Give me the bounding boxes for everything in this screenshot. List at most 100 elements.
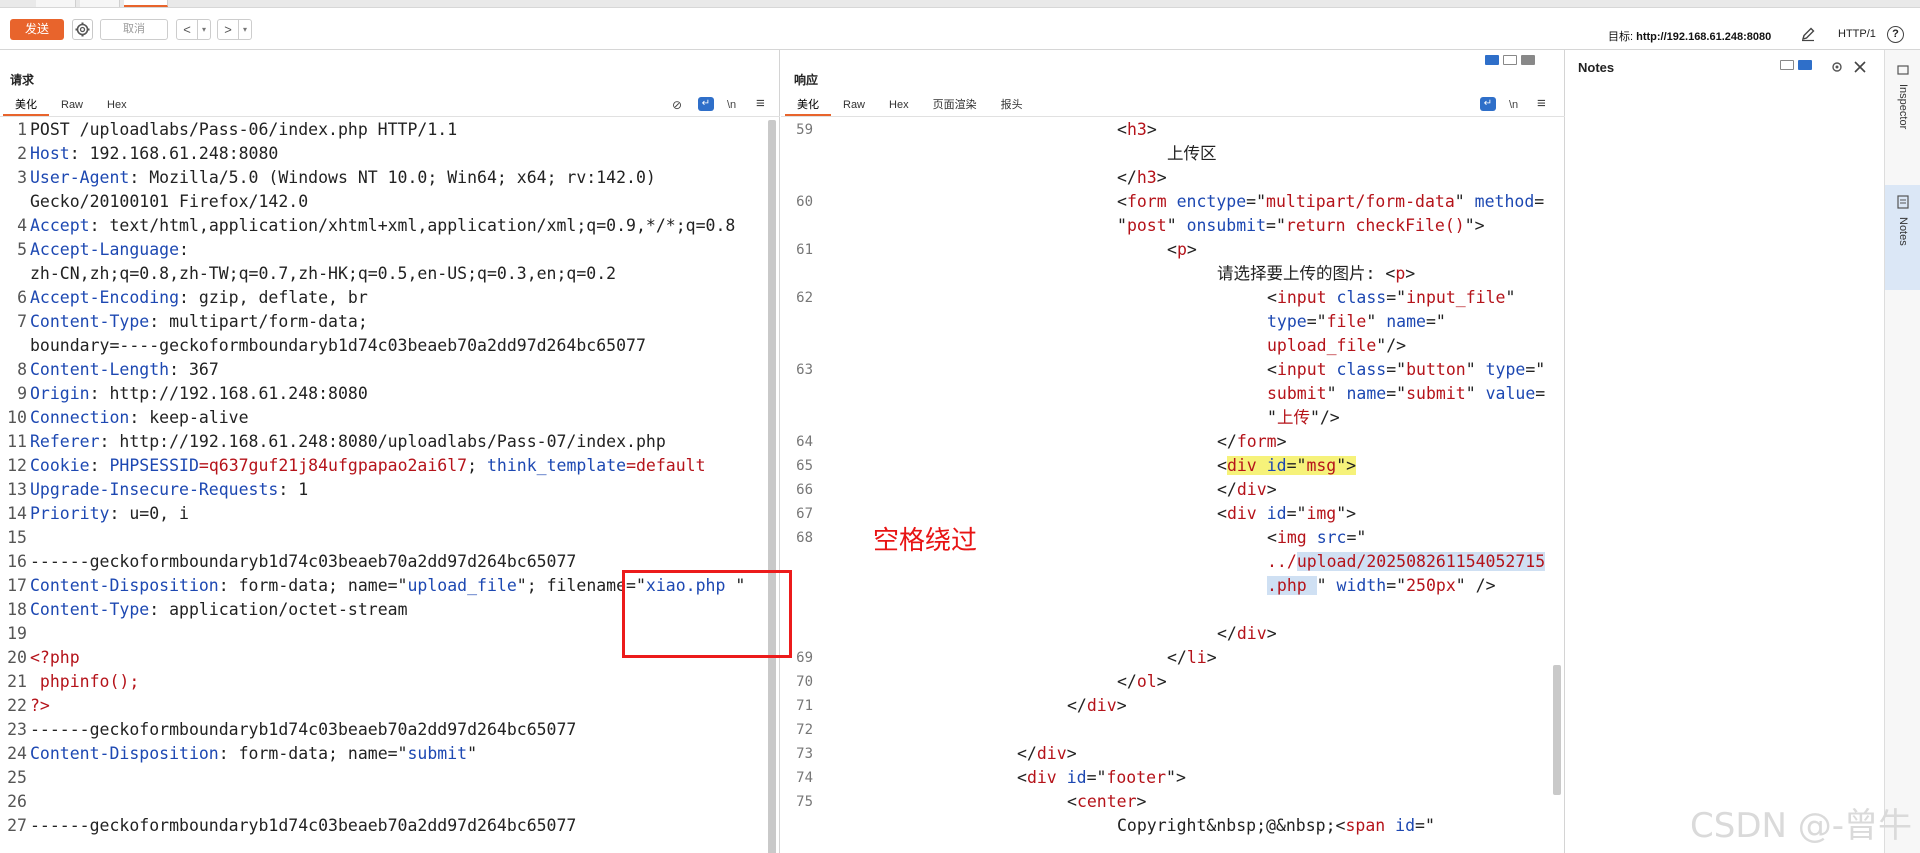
code-line[interactable]: type="file" name=" <box>781 310 1546 334</box>
code-line[interactable]: 73</div> <box>781 742 1546 766</box>
repeater-tab-active[interactable] <box>124 0 168 7</box>
code-line[interactable]: 23------geckoformboundaryb1d74c03beaeb70… <box>3 718 768 742</box>
code-line[interactable]: 19 <box>3 622 768 646</box>
hide-nonprintable-icon[interactable]: ⊘ <box>672 98 683 112</box>
code-line[interactable]: 64</form> <box>781 430 1546 454</box>
code-line[interactable]: 70</ol> <box>781 670 1546 694</box>
code-line[interactable]: upload_file"/> <box>781 334 1546 358</box>
sidebar-tab-notes[interactable]: Notes <box>1885 185 1920 290</box>
response-tab-render[interactable]: 页面渲染 <box>932 99 977 111</box>
request-tab-raw[interactable]: Raw <box>61 99 84 111</box>
settings-button[interactable] <box>72 19 93 40</box>
layout-list-icon[interactable] <box>1780 60 1794 70</box>
code-line[interactable]: 15 <box>3 526 768 550</box>
code-line[interactable]: 请选择要上传的图片: <p> <box>781 262 1546 286</box>
code-line[interactable]: 59<h3> <box>781 118 1546 142</box>
request-tab-pretty[interactable]: 美化 <box>3 96 49 116</box>
code-line[interactable]: 68<img src=" <box>781 526 1546 550</box>
code-line[interactable]: 67<div id="img"> <box>781 502 1546 526</box>
code-line[interactable]: zh-CN,zh;q=0.8,zh-TW;q=0.7,zh-HK;q=0.5,e… <box>3 262 768 286</box>
code-line[interactable]: boundary=----geckoformboundaryb1d74c03be… <box>3 334 768 358</box>
menu-icon[interactable]: ≡ <box>1537 95 1546 112</box>
code-line[interactable]: 71</div> <box>781 694 1546 718</box>
forward-history-dropdown[interactable]: ▾ <box>238 20 251 39</box>
code-line[interactable]: Copyright&nbsp;@&nbsp;<span id=" <box>781 814 1546 838</box>
code-line[interactable]: 20<?php <box>3 646 768 670</box>
code-line[interactable]: 69</li> <box>781 646 1546 670</box>
code-line[interactable]: 60<form enctype="multipart/form-data" me… <box>781 190 1546 214</box>
code-line[interactable] <box>781 598 1546 622</box>
code-line[interactable]: 25 <box>3 766 768 790</box>
code-line[interactable]: 65<div id="msg"> <box>781 454 1546 478</box>
code-line[interactable]: 21 phpinfo(); <box>3 670 768 694</box>
code-line[interactable]: "上传"/> <box>781 406 1546 430</box>
code-line[interactable]: 62<input class="input_file" <box>781 286 1546 310</box>
repeater-tab[interactable] <box>36 0 76 7</box>
response-editor[interactable]: 59<h3>上传区</h3>60<form enctype="multipart… <box>781 118 1546 838</box>
code-line[interactable]: Gecko/20100101 Firefox/142.0 <box>3 190 768 214</box>
response-tab-hex[interactable]: Hex <box>889 99 909 111</box>
response-scrollbar[interactable] <box>1553 665 1561 795</box>
word-wrap-icon[interactable]: ↵ <box>1480 97 1496 111</box>
cancel-button[interactable]: 取消 <box>100 19 168 40</box>
code-line[interactable]: submit" name="submit" value= <box>781 382 1546 406</box>
response-tab-headers[interactable]: 报头 <box>1000 99 1023 111</box>
code-line[interactable]: 66</div> <box>781 478 1546 502</box>
target-display[interactable]: 目标: http://192.168.61.248:8080 <box>1608 28 1771 44</box>
code-line[interactable]: 74<div id="footer"> <box>781 766 1546 790</box>
code-line[interactable]: </h3> <box>781 166 1546 190</box>
repeater-tab[interactable] <box>80 0 120 7</box>
code-line[interactable]: 16------geckoformboundaryb1d74c03beaeb70… <box>3 550 768 574</box>
code-line[interactable]: 63<input class="button" type=" <box>781 358 1546 382</box>
close-icon[interactable] <box>1854 61 1866 73</box>
code-line[interactable]: 75<center> <box>781 790 1546 814</box>
sidebar-tab-inspector[interactable]: Inspector <box>1885 50 1920 155</box>
code-line[interactable]: .php " width="250px" /> <box>781 574 1546 598</box>
layout-panel-icon[interactable] <box>1798 60 1812 70</box>
response-tab-raw[interactable]: Raw <box>843 99 866 111</box>
pencil-icon[interactable] <box>1800 26 1816 42</box>
code-line[interactable]: 22?> <box>3 694 768 718</box>
word-wrap-icon[interactable]: ↵ <box>698 97 714 111</box>
gear-icon[interactable] <box>1830 60 1844 74</box>
request-tab-hex[interactable]: Hex <box>107 99 127 111</box>
back-history-dropdown[interactable]: ▾ <box>197 20 210 39</box>
code-line[interactable]: ../upload/202508261154052715 <box>781 550 1546 574</box>
layout-split-horizontal-icon[interactable] <box>1485 55 1499 65</box>
response-tab-pretty[interactable]: 美化 <box>785 96 831 116</box>
menu-icon[interactable]: ≡ <box>756 95 765 112</box>
code-line[interactable]: 26 <box>3 790 768 814</box>
request-scrollbar[interactable] <box>768 120 776 853</box>
layout-tabs-icon[interactable] <box>1521 55 1535 65</box>
code-line[interactable]: 27------geckoformboundaryb1d74c03beaeb70… <box>3 814 768 838</box>
send-button[interactable]: 发送 <box>10 19 64 40</box>
help-icon[interactable]: ? <box>1887 26 1904 43</box>
newline-icon[interactable]: \n <box>1509 99 1519 111</box>
forward-button[interactable]: > <box>224 22 232 37</box>
back-button[interactable]: < <box>183 22 191 37</box>
http-version[interactable]: HTTP/1 <box>1838 28 1876 40</box>
code-line[interactable]: "post" onsubmit="return checkFile()"> <box>781 214 1546 238</box>
layout-split-vertical-icon[interactable] <box>1503 55 1517 65</box>
code-line[interactable]: 61<p> <box>781 238 1546 262</box>
newline-icon[interactable]: \n <box>727 99 737 111</box>
code-line[interactable]: </div> <box>781 622 1546 646</box>
